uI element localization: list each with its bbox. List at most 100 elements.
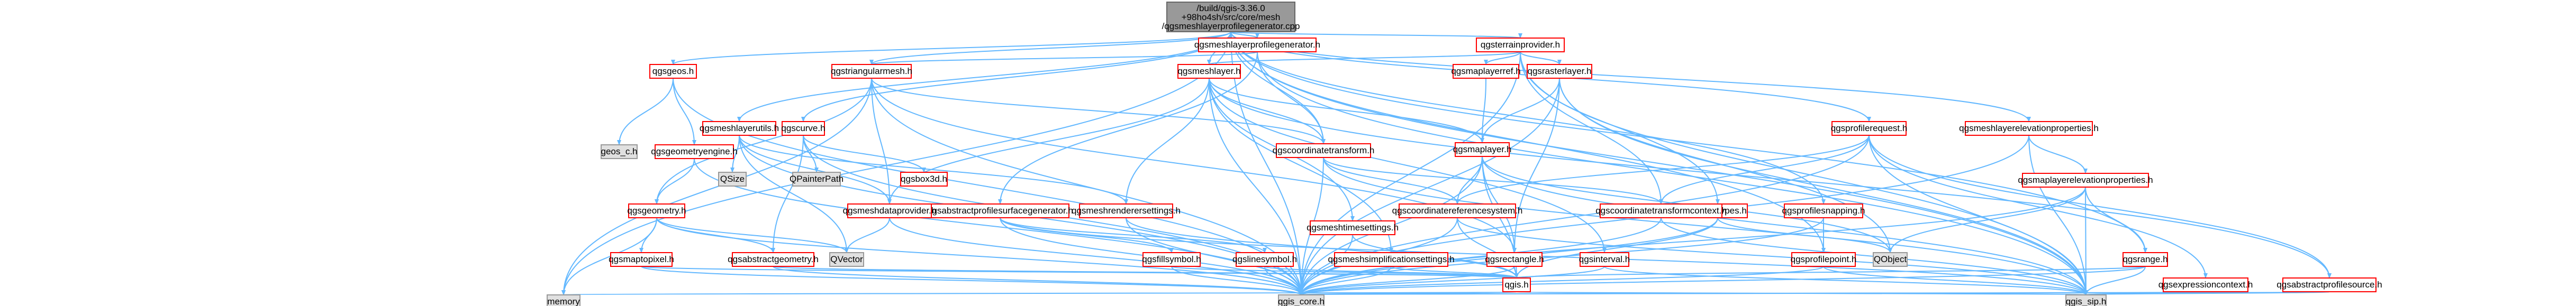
node-box [1580, 252, 1629, 267]
node-qgsmeshlayer-h[interactable]: qgsmeshlayer.h [1177, 64, 1241, 79]
edge-qgslinesymbol_h-to-qgis_h [1264, 266, 1519, 279]
node-label: qgsrasterlayer.h [1528, 66, 1592, 76]
node-qgsmeshsimplificationsettings-h[interactable]: qgsmeshsimplificationsettings.h [1328, 252, 1455, 267]
node-qgsabstractprofilesource-h[interactable]: qgsabstractprofilesource.h [2276, 277, 2382, 292]
node-label: qgsgeometry.h [627, 206, 686, 216]
node-box [702, 121, 776, 136]
edge-qgsrange_h-to-qgis_core_h [1299, 266, 2146, 295]
node-qgscoordinatetransform-h[interactable]: qgscoordinatetransform.h [1273, 143, 1375, 158]
node-label: memory [547, 296, 580, 306]
node-box [2065, 294, 2107, 306]
node-label: qgsfillsymbol.h [1142, 254, 1201, 264]
node-qgsmeshdataprovider-h[interactable]: qgsmeshdataprovider.h [843, 203, 937, 218]
node-qgscoordinatetransformcontext-h[interactable]: qgscoordinatetransformcontext.h [1595, 203, 1727, 218]
node-qgsterrainprovider-h[interactable]: qgsterrainprovider.h [1476, 38, 1565, 52]
node-label: qgsmaplayerref.h [1451, 66, 1520, 76]
node-label: QVector [830, 254, 863, 264]
node-qgslinesymbol-h[interactable]: qgslinesymbol.h [1232, 252, 1297, 267]
edge-qgscoordinatetransformcontext_h-to-qgis_core_h [1299, 217, 1662, 295]
edge-qgscoordinatetransform_h-to-qgscoordinatereferencesystem_h [1323, 157, 1459, 205]
edge-qgsprofilerequest_h-to-qgscoordinatetransformcontext_h [1659, 135, 1870, 205]
node-box [610, 252, 673, 267]
edge-qgsprofilerequest_h-to-qgis_sip_h [1868, 135, 2088, 295]
edge-qgsmaplayerref_h-to-qgsmaplayer_h [1480, 78, 1486, 143]
node-label: qgsmeshlayer.h [1177, 66, 1240, 76]
node-label: qgsmeshsimplificationsettings.h [1328, 254, 1454, 264]
node-box [1791, 252, 1856, 267]
edge-qgsmeshlayer_h-to-qgsinterval_h [1209, 78, 1607, 253]
node-label: qgsabstractprofilesurfacegenerator.h [927, 206, 1073, 216]
node-box [2123, 252, 2168, 267]
node-qgsmeshrenderersettings-h[interactable]: qgsmeshrenderersettings.h [1072, 203, 1181, 218]
node-qgsrange-h[interactable]: qgsrange.h [2123, 252, 2168, 267]
node-box [1142, 252, 1201, 267]
node-qgsgeometry-h[interactable]: qgsgeometry.h [627, 203, 686, 218]
node-box [1198, 38, 1317, 52]
node-qgsfillsymbol-h[interactable]: qgsfillsymbol.h [1142, 252, 1201, 267]
edge-qgsfillsymbol_h-to-qgis_core_h [1171, 266, 1303, 295]
edge-qgsgeos_h-to-qgsgeometryengine_h [673, 78, 696, 145]
node-qgsmeshlayerelevationproperties-h[interactable]: qgsmeshlayerelevationproperties.h [1959, 121, 2099, 136]
node-qgsgeos-h[interactable]: qgsgeos.h [649, 64, 697, 79]
node-qgstriangularmesh-h[interactable]: qgstriangularmesh.h [831, 64, 912, 79]
node-qgsmaplayerelevationproperties-h[interactable]: qgsmaplayerelevationproperties.h [2018, 173, 2153, 188]
node-qgsmeshtimesettings-h[interactable]: qgsmeshtimesettings.h [1307, 220, 1399, 235]
edge-root-to-memory [561, 31, 1231, 295]
edge-qgsmeshlayer_h-to-qgis_core_h [1209, 78, 1303, 295]
edge-qgsabstractprofilesurfacegenerator_h-to-qgslinesymbol_h [1000, 217, 1267, 253]
node-qgsgeometryengine-h[interactable]: qgsgeometryengine.h [651, 144, 738, 159]
node-QSize: QSize [718, 172, 747, 187]
node-qgsrectangle-h[interactable]: qgsrectangle.h [1485, 252, 1544, 267]
node-qgsinterval-h[interactable]: qgsinterval.h [1579, 252, 1630, 267]
node-qgsabstractgeometry-h[interactable]: qgsabstractgeometry.h [728, 252, 819, 267]
node-qgsmeshlayerutils-h[interactable]: qgsmeshlayerutils.h [700, 121, 779, 136]
node-qgsabstractprofilesurfacegenerator-h[interactable]: qgsabstractprofilesurfacegenerator.h [927, 203, 1073, 218]
node-label: qgscoordinatetransform.h [1273, 145, 1375, 155]
node-qgis-h[interactable]: qgis.h [1502, 277, 1531, 292]
node-box [628, 203, 685, 218]
node-label: qgis_sip.h [2066, 296, 2107, 306]
node-box [649, 64, 697, 79]
edge-qgsprofilepoint_h-to-qgis_sip_h [1823, 266, 2088, 295]
node-label: qgsmaplayerelevationproperties.h [2018, 175, 2153, 185]
node-label: qgsterrainprovider.h [1481, 40, 1560, 50]
node-qgsmeshlayerprofilegenerator-h[interactable]: qgsmeshlayerprofilegenerator.h [1194, 38, 1320, 52]
node-qgsmaplayer-h[interactable]: qgsmaplayer.h [1453, 142, 1512, 157]
edge-qgsinterval_h-to-qgis_sip_h [1604, 266, 2088, 295]
node-box [2282, 277, 2377, 292]
node-qgsmaptopixel-h[interactable]: qgsmaptopixel.h [609, 252, 674, 267]
edge-qgsterrainprovider_h-to-qgis_core_h [1299, 51, 1521, 295]
node-qgsrasterlayer-h[interactable]: qgsrasterlayer.h [1527, 64, 1592, 79]
edge-qgsprofilerequest_h-to-qgscoordinatereferencesystem_h [1455, 135, 1870, 205]
edge-qgsterrainprovider_h-to-qgscoordinatetransformcontext_h [1520, 51, 1663, 205]
node-box [931, 203, 1069, 218]
edge-qgsinterval_h-to-qgis_core_h [1299, 266, 1605, 295]
node-label: qgsmeshrenderersettings.h [1072, 206, 1181, 216]
edge-qgsgeometry_h-to-QVector [656, 217, 849, 253]
edge-qgstriangularmesh_h-to-memory [561, 78, 872, 295]
node-qgscoordinatereferencesystem-h[interactable]: qgscoordinatereferencesystem.h [1392, 203, 1523, 218]
edge-qgsterrainprovider_h-to-qgsrasterlayer_h [1520, 51, 1562, 65]
node-qgsprofilesnapping-h[interactable]: qgsprofilesnapping.h [1782, 203, 1865, 218]
node-label: qgscoordinatetransformcontext.h [1595, 206, 1727, 216]
node-box [718, 172, 747, 187]
edge-qgsmeshlayer_h-to-qgsabstractprofilesource_h [1209, 78, 2332, 279]
node-qgsmaplayerref-h[interactable]: qgsmaplayerref.h [1451, 64, 1521, 79]
node-box [1177, 64, 1241, 79]
edge-qgscoordinatereferencesystem_h-to-qgis_sip_h [1457, 217, 2088, 295]
node-QVector: QVector [829, 252, 864, 267]
edge-qgsmeshlayer_h-to-qgsmeshrenderersettings_h [1124, 78, 1210, 205]
node-qgis-core-h: qgis_core.h [1278, 294, 1325, 306]
edge-qgsterrainprovider_h-to-qgsmaplayerref_h [1484, 51, 1521, 65]
node-qgsprofilepoint-h[interactable]: qgsprofilepoint.h [1791, 252, 1857, 267]
node-qgsbox3d-h[interactable]: qgsbox3d.h [900, 172, 948, 187]
edge-qgsmeshtimesettings_h-to-qgis_core_h [1299, 234, 1353, 295]
edge-root-to-qgstriangularmesh_h [869, 31, 1231, 65]
node-qgscurve-h[interactable]: qgscurve.h [781, 121, 826, 136]
node-box [1236, 252, 1294, 267]
edge-qgsabstractgeometry_h-to-qgis_core_h [773, 266, 1303, 295]
node-QPainterPath: QPainterPath [790, 172, 843, 187]
node-qgsexpressioncontext-h[interactable]: qgsexpressioncontext.h [2158, 277, 2253, 292]
node-qgsprofilerequest-h[interactable]: qgsprofilerequest.h [1831, 121, 1908, 136]
